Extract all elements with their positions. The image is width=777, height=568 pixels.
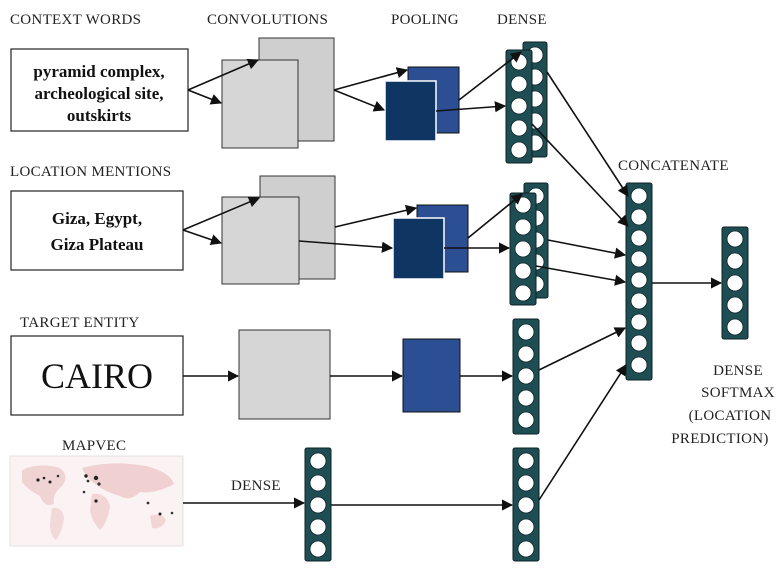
location-line-2: Giza Plateau bbox=[50, 235, 143, 254]
dense-1-front-column bbox=[505, 49, 533, 164]
context-word-line-3: outskirts bbox=[67, 106, 132, 125]
target-entity-label: TARGET ENTITY bbox=[20, 315, 139, 331]
context-words-label: CONTEXT WORDS bbox=[10, 12, 141, 28]
concatenate-column bbox=[625, 182, 653, 381]
output-softmax-column bbox=[721, 226, 749, 340]
target-entity-box bbox=[10, 335, 184, 416]
pool-1-front bbox=[384, 80, 437, 142]
context-words-box bbox=[10, 48, 189, 132]
pool-3 bbox=[402, 338, 461, 413]
dense-3-column bbox=[512, 318, 540, 435]
conv-2-front bbox=[221, 196, 300, 285]
pooling-label: POOLING bbox=[391, 12, 459, 28]
target-entity-text: CAIRO bbox=[41, 356, 153, 396]
location-mentions-box bbox=[10, 190, 184, 271]
dense-mapvec-label: DENSE bbox=[231, 478, 281, 494]
conv-1-front bbox=[221, 59, 299, 149]
output-label-line-2: SOFTMAX bbox=[701, 385, 775, 401]
convolutions-label: CONVOLUTIONS bbox=[207, 12, 328, 28]
mapvec-world-map bbox=[9, 455, 184, 547]
dense-label-top: DENSE bbox=[497, 12, 547, 28]
flow-arrows bbox=[182, 51, 723, 511]
output-label-line-3: (LOCATION bbox=[689, 408, 772, 424]
location-mentions-label: LOCATION MENTIONS bbox=[10, 164, 171, 180]
location-line-1: Giza, Egypt, bbox=[52, 209, 142, 228]
dense-2-front-column bbox=[509, 192, 537, 306]
mapvec-label: MAPVEC bbox=[62, 438, 126, 454]
dense-mapvec-column bbox=[304, 447, 332, 562]
context-word-line-1: pyramid complex, bbox=[33, 62, 164, 81]
context-word-line-2: archeological site, bbox=[34, 84, 163, 103]
pool-2-front bbox=[392, 217, 445, 280]
concatenate-label: CONCATENATE bbox=[618, 158, 729, 174]
conv-3 bbox=[238, 329, 331, 420]
output-label-line-4: PREDICTION) bbox=[671, 431, 768, 447]
output-label-line-1: DENSE bbox=[713, 363, 763, 379]
dense-4-column bbox=[512, 447, 540, 562]
